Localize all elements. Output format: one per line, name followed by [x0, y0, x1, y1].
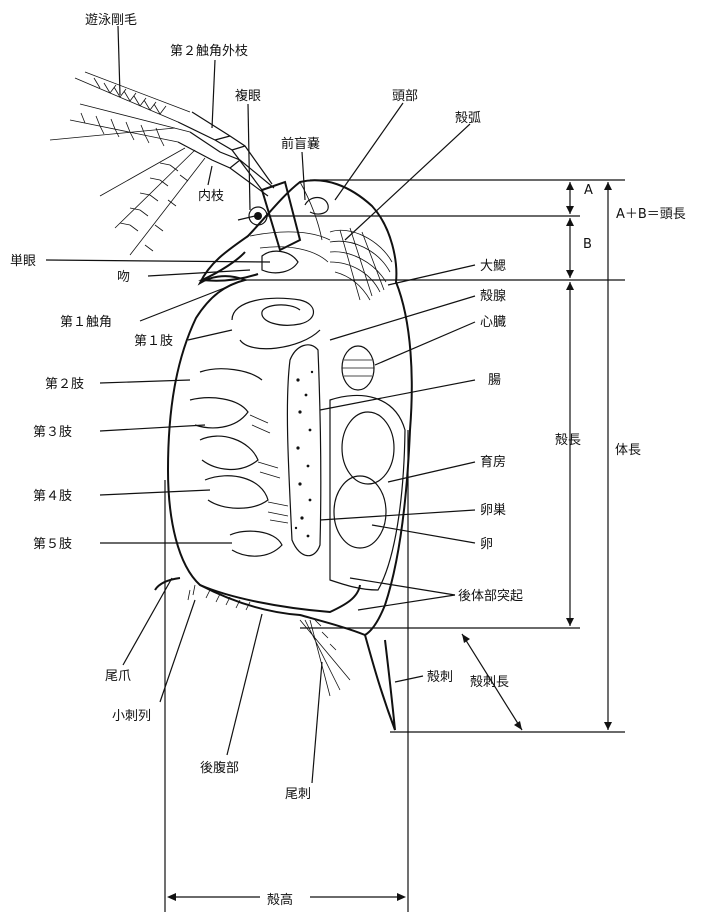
label-tail-claw: 尾爪: [105, 669, 131, 684]
label-body-length: 体長: [615, 443, 641, 458]
swimming-setae: [50, 72, 205, 255]
label-heart: 心臓: [480, 315, 506, 330]
label-brood-chamber: 育房: [480, 454, 506, 470]
label-shell-spine: 殻刺: [427, 670, 453, 685]
label-shell-height: 殻高: [267, 892, 293, 908]
label-egg: 卵: [480, 537, 493, 552]
label-anterior-caecum: 前盲嚢: [281, 136, 320, 152]
label-shell-length: 殻長: [555, 433, 581, 448]
label-ovary: 卵巣: [480, 503, 506, 518]
label-intestine: 腸: [488, 373, 501, 388]
label-antenna2-exopod: 第２触角外枝: [170, 44, 248, 59]
label-fornix: 殻弧: [455, 111, 481, 126]
intestine-shape: [287, 345, 320, 556]
heart-striations: [342, 360, 374, 376]
label-antenna1: 第１触角: [60, 315, 112, 330]
tail-setae: [300, 620, 350, 696]
exopod-segments: [178, 112, 272, 190]
label-limb2: 第２肢: [45, 376, 84, 392]
label-shell-spine-length: 殻刺長: [470, 675, 509, 690]
label-limb5: 第５肢: [33, 536, 72, 552]
labels: 遊泳剛毛 第２触角外枝 複眼 頭部 殻弧 前盲嚢 内枝 単眼 吻 第１触角 第１…: [10, 13, 686, 908]
label-rostrum: 吻: [117, 270, 130, 285]
label-dim-b: B: [583, 237, 592, 252]
label-abdominal-processes: 後体部突起: [458, 588, 523, 604]
compound-eye-lens: [254, 212, 262, 220]
brood-chamber-wall: [330, 395, 405, 590]
daphnia-body-drawing: [50, 72, 412, 730]
label-tail-spine: 尾刺: [285, 787, 311, 802]
dimension-lines: [165, 180, 625, 912]
shell-spine-shape: [365, 635, 395, 730]
label-compound-eye: 複眼: [235, 88, 261, 104]
intestine-stipple: [295, 371, 313, 538]
label-limb3: 第３肢: [33, 424, 72, 440]
carapace-outline: [168, 180, 412, 635]
epipodite-fan: [330, 228, 392, 300]
label-head-length: A＋B＝頭長: [616, 207, 686, 222]
thoracic-limbs: [190, 369, 282, 556]
limb-filter-setae: [250, 415, 288, 523]
dimension-arrowheads: [167, 182, 612, 901]
shell-gland-loops: [232, 298, 320, 349]
label-spine-row: 小刺列: [112, 709, 151, 724]
label-limb4: 第４肢: [33, 488, 72, 504]
label-epipodite: 大鰓: [480, 259, 506, 274]
label-head: 頭部: [392, 89, 418, 104]
label-limb1: 第１肢: [134, 333, 173, 349]
label-ocellus: 単眼: [10, 253, 36, 269]
label-endopod: 内枝: [198, 188, 224, 204]
label-postabdomen: 後腹部: [200, 760, 239, 776]
label-shell-gland: 殻腺: [480, 289, 506, 304]
label-swimming-setae: 遊泳剛毛: [85, 13, 137, 28]
anterior-caecum-shape: [305, 198, 328, 214]
label-dim-a: A: [584, 183, 593, 198]
egg-upper: [342, 412, 394, 484]
egg-lower: [334, 476, 386, 548]
